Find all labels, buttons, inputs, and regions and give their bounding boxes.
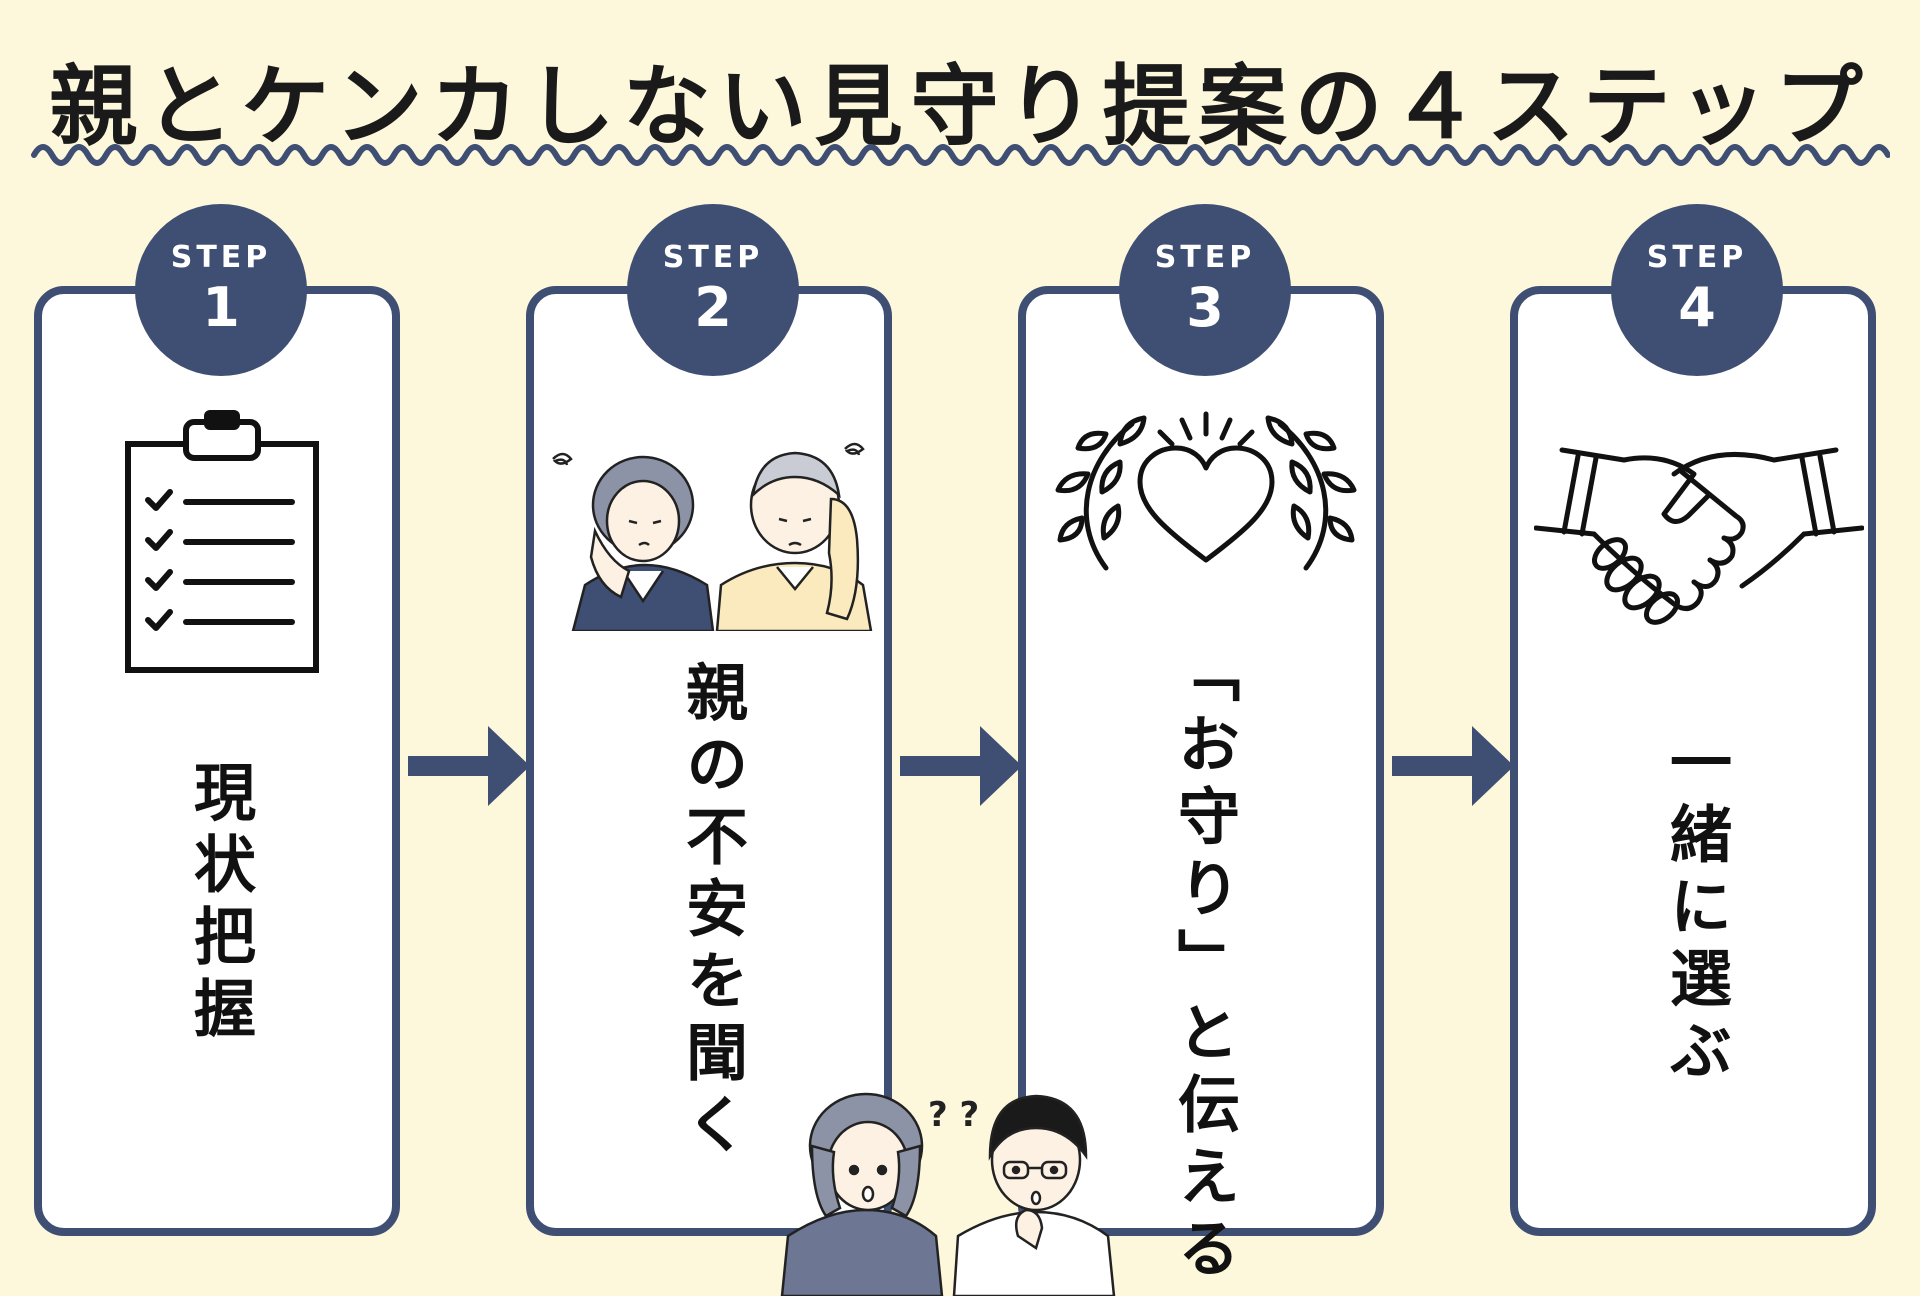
step-word: STEP [170, 240, 272, 275]
arrow-right-icon [900, 726, 1022, 806]
step-2-label: 親の不安を聞く [675, 660, 748, 1164]
step-number: 2 [694, 276, 732, 339]
step-3-label: 「お守り」と伝える [1167, 640, 1240, 1288]
question-marks: ? ? [928, 1095, 979, 1135]
worried-elderly-couple-illustration [552, 442, 873, 631]
puzzled-couple-illustration: ? ? [780, 1092, 1116, 1296]
step-word: STEP [662, 240, 764, 275]
step-word: STEP [1154, 240, 1256, 275]
page-title: 親とケンカしない見守り提案の４ステップ [49, 55, 1871, 158]
wave-divider [31, 144, 1890, 166]
step-1-badge: STEP 1 [135, 204, 307, 376]
step-word: STEP [1646, 240, 1748, 275]
clipboard-checklist-icon [125, 410, 319, 673]
handshake-icon [1534, 447, 1864, 625]
step-4-label: 一緒に選ぶ [1659, 730, 1732, 1090]
heart-laurel-icon [1055, 411, 1357, 571]
arrow-right-icon [408, 726, 530, 806]
step-1-label: 現状把握 [183, 760, 256, 1048]
step-number: 1 [202, 276, 240, 339]
step-4-badge: STEP 4 [1611, 204, 1783, 376]
step-number: 4 [1678, 276, 1716, 339]
step-2-card [526, 286, 892, 1236]
step-3-badge: STEP 3 [1119, 204, 1291, 376]
step-2-badge: STEP 2 [627, 204, 799, 376]
step-number: 3 [1186, 276, 1224, 339]
arrow-right-icon [1392, 726, 1514, 806]
step-4-card [1510, 286, 1876, 1236]
